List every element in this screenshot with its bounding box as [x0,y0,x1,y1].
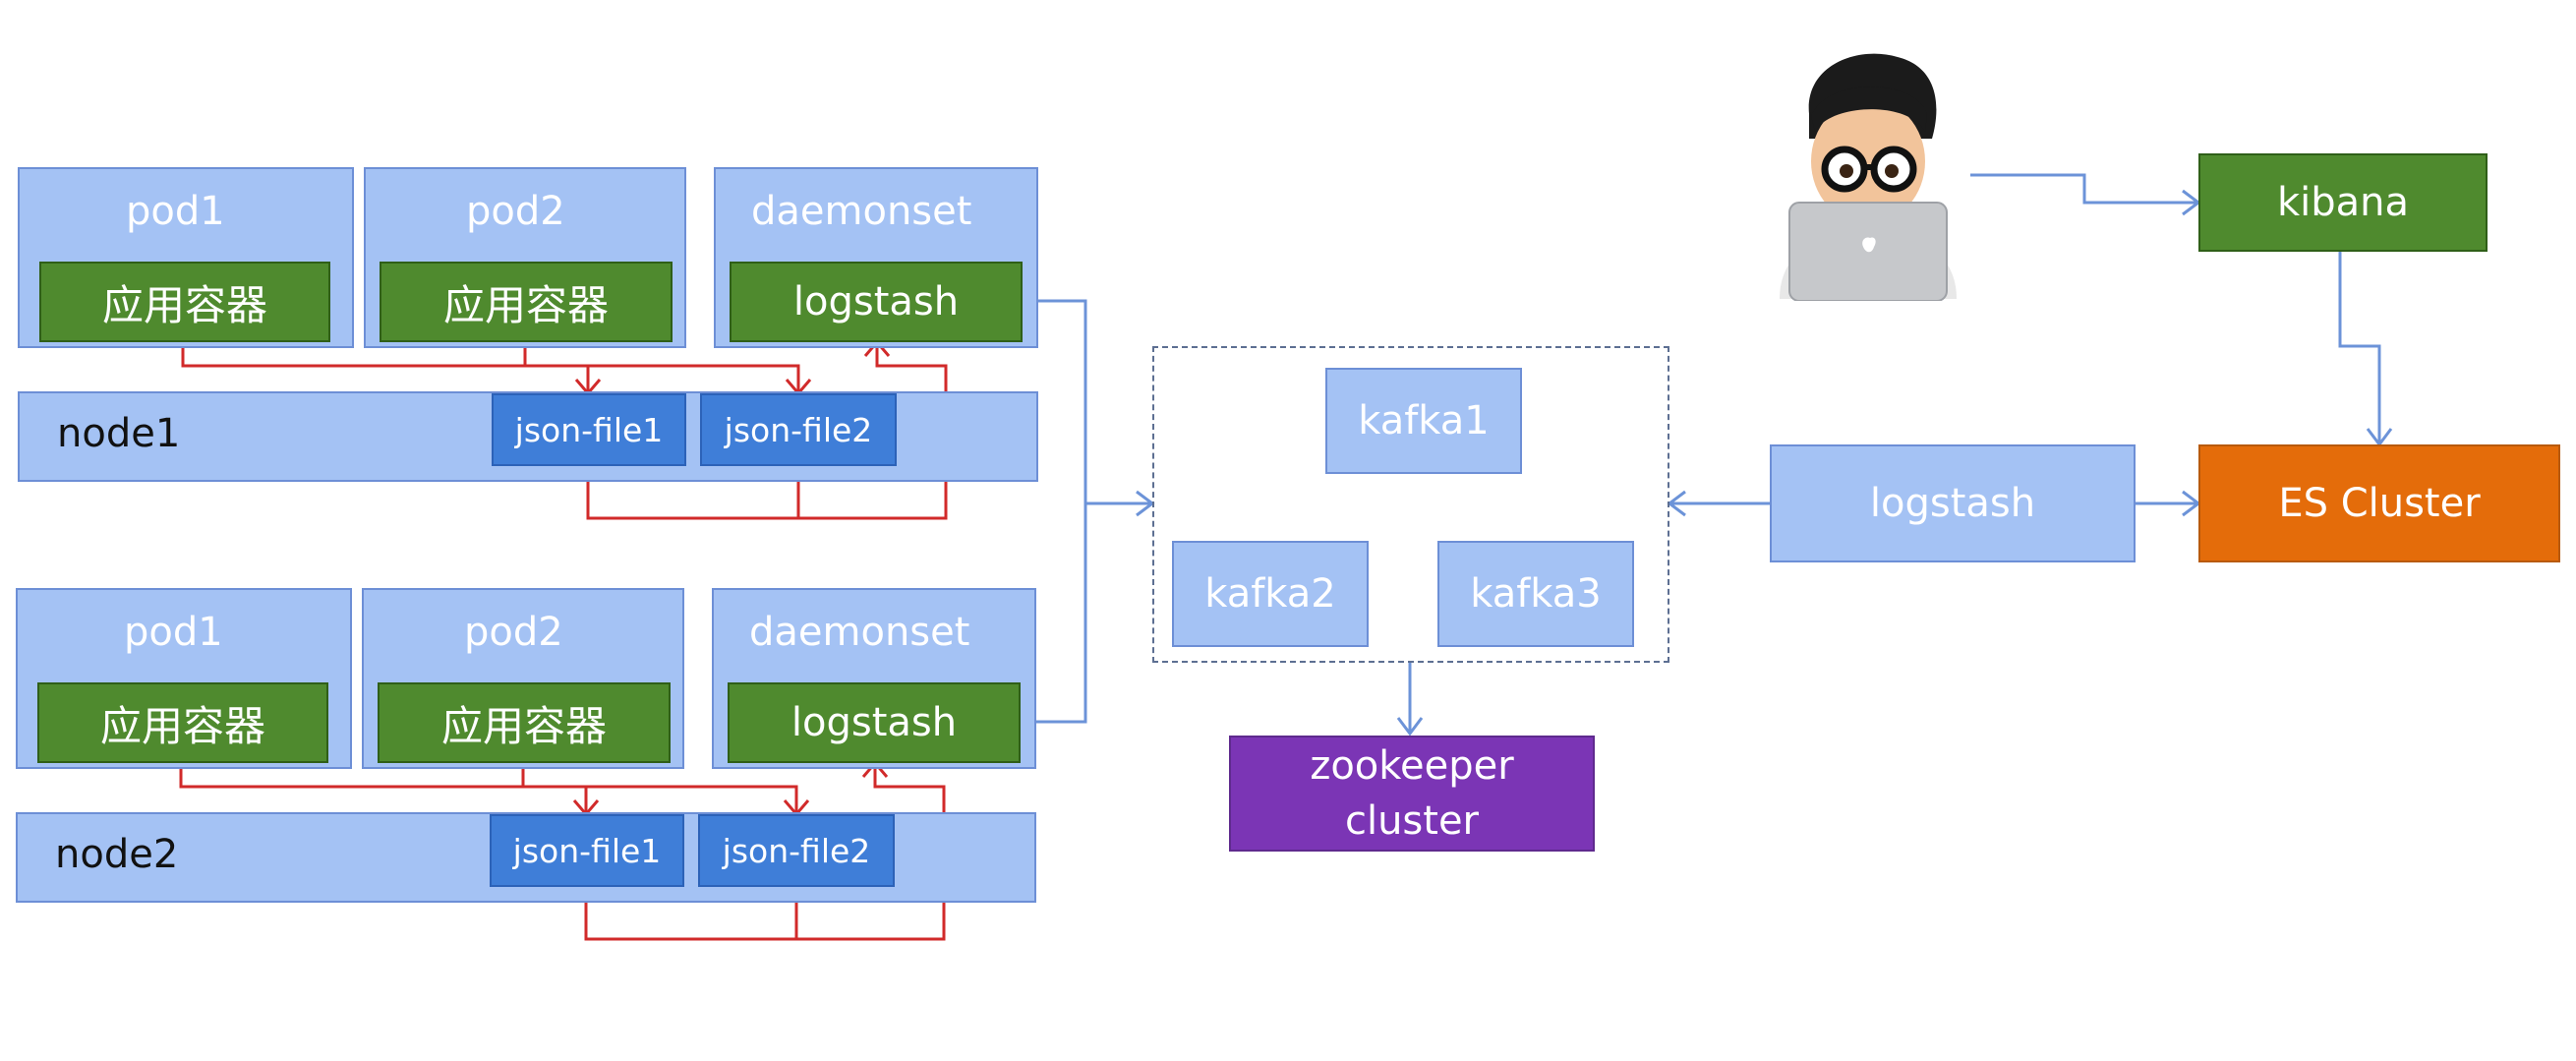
node2-json-file1: json-file1 [490,814,684,887]
node2-pod1-to-file1-line [179,763,588,812]
kafka-cluster [1152,346,1669,663]
node1-json-file1: json-file1 [492,393,686,466]
node1-json-file2: json-file2 [700,393,897,466]
kafka3-broker: kafka3 [1437,541,1634,647]
zookeeper-cluster: zookeeper cluster [1229,736,1595,852]
zookeeper-line2: cluster [1344,798,1480,844]
node1-pod1-container: 应用容器 [39,262,330,342]
logstash2-to-kafka-line [1023,503,1087,724]
node1-pod1-title: pod1 [126,189,225,234]
user-laptop-icon [1780,53,1957,301]
zookeeper-line1: zookeeper [1310,743,1514,789]
logstash-consumer: logstash [1770,444,2136,562]
node2-pod1-title: pod1 [124,610,223,655]
es-cluster: ES Cluster [2198,444,2560,562]
kafka1-broker: kafka1 [1325,368,1522,474]
node2-pod2-title: pod2 [464,610,563,655]
logstash1-to-kafka-line [1023,299,1150,505]
node2-pod1-container: 应用容器 [37,682,328,763]
node1-pod2-container: 应用容器 [380,262,673,342]
kafka2-broker: kafka2 [1172,541,1369,647]
node2-pod2-container: 应用容器 [378,682,671,763]
node2-label: node2 [55,832,179,877]
node1-label: node1 [57,411,181,456]
kibana-box: kibana [2198,153,2488,252]
node2-logstash-agent: logstash [728,682,1021,763]
node1-logstash-agent: logstash [730,262,1023,342]
avatar-face [1811,98,1925,224]
node1-pod1-to-file1-line [181,342,590,391]
node1-pod2-to-file2-line [523,342,800,391]
node2-json-file2: json-file2 [698,814,895,887]
user-to-kibana-line [1970,173,2196,205]
kibana-to-es-line [2338,250,2381,442]
node2-pod2-to-file2-line [521,763,798,812]
node1-daemonset-title: daemonset [751,189,972,234]
node1-pod2-title: pod2 [466,189,565,234]
node2-daemonset-title: daemonset [749,610,970,655]
